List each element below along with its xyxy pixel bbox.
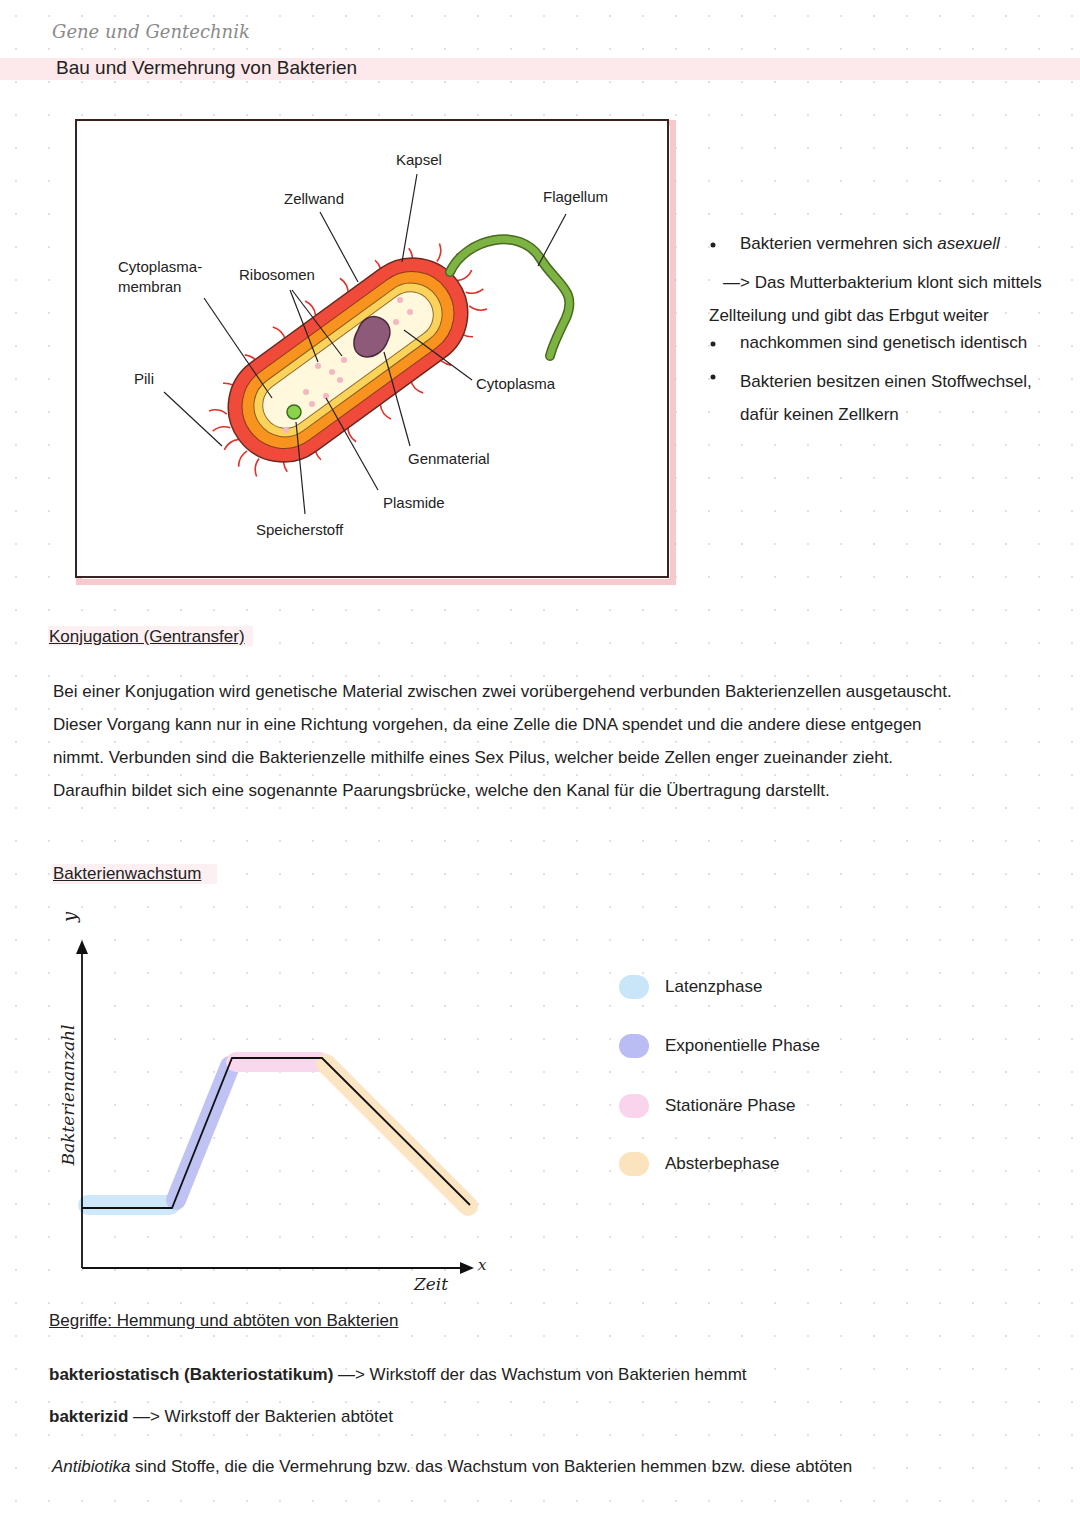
pilus xyxy=(469,306,487,310)
page-title: Bau und Vermehrung von Bakterien xyxy=(56,56,357,81)
text-label: Antibiotika sind Stoffe, die die Vermehru… xyxy=(52,1456,852,1478)
flagellum xyxy=(450,239,569,356)
text-label: Speicherstoff xyxy=(256,520,343,540)
text-label: Bakterien vermehren sichasexuell xyxy=(740,233,1000,255)
text-label: Flagellum xyxy=(543,187,608,207)
label-text: —> Das Mutterbakterium klont sich mittel… xyxy=(709,273,1042,325)
text-label: Genmaterial xyxy=(408,449,490,469)
legend-text: Latenzphase xyxy=(665,977,762,997)
text-label: Zellwand xyxy=(284,189,344,209)
text-label: Gene und Gentechnik xyxy=(52,20,250,43)
legend-text: Absterbephase xyxy=(665,1154,779,1174)
heading-highlight xyxy=(52,864,217,884)
pilus xyxy=(380,404,391,419)
label-text: bakteriostatisch (Bakteriostatikum) xyxy=(49,1365,333,1384)
text-label: Begriffe: Hemmung und abtöten von Bakter… xyxy=(49,1310,398,1332)
pilus xyxy=(224,439,239,450)
title-highlight xyxy=(0,58,1080,80)
legend-swatch xyxy=(619,1152,649,1176)
text-label: Plasmide xyxy=(383,493,445,513)
label-text: nachkommen sind genetisch identisch xyxy=(740,333,1027,352)
label-text: Plasmide xyxy=(383,494,445,511)
text-label: Bakterienanzahl xyxy=(57,1025,79,1166)
pilus xyxy=(457,270,472,281)
label-text: —> Wirkstoff der Bakterien abtötet xyxy=(133,1407,393,1426)
label-text: —> Wirkstoff der das Wachstum von Bakter… xyxy=(338,1365,747,1384)
genetic-material xyxy=(354,317,390,358)
text-label: —> Das Mutterbakterium klont sich mittel… xyxy=(709,266,1061,332)
label-text: Speicherstoff xyxy=(256,521,343,538)
text-label: x xyxy=(478,1256,486,1276)
flagellum-outline xyxy=(450,239,569,356)
pilus xyxy=(239,451,248,467)
leader-lines xyxy=(164,174,566,514)
pilus xyxy=(466,289,484,293)
ribosome-dots xyxy=(283,297,413,433)
text-label: bakterizid —> Wirkstoff der Bakterien abt… xyxy=(49,1406,393,1428)
legend-row: Latenzphase xyxy=(619,975,762,999)
text-label: nachkommen sind genetisch identisch xyxy=(740,332,1027,354)
title-text: Bau und Vermehrung von Bakterien xyxy=(56,57,357,78)
pilus xyxy=(411,380,424,393)
illustration-frame xyxy=(76,120,668,577)
legend-swatch xyxy=(619,1094,649,1118)
label-text: Bakterien besitzen einen Stoffwechsel, d… xyxy=(740,372,1032,424)
label-text: Bakterienanzahl xyxy=(58,1025,78,1166)
label-text: Bakterien vermehren sich xyxy=(740,234,933,253)
pilus xyxy=(213,427,231,431)
text-label: Bakterien besitzen einen Stoffwechsel, d… xyxy=(740,365,1040,431)
label-text: Genmaterial xyxy=(408,450,490,467)
label-text: Antibiotika xyxy=(52,1457,130,1476)
label-text: sind Stoffe, die die Vermehrung bzw. das… xyxy=(135,1457,852,1476)
text-label: Kapsel xyxy=(396,150,442,170)
legend-text: Exponentielle Phase xyxy=(665,1036,820,1056)
label-text: Bakterienwachstum xyxy=(53,864,201,883)
legend-row: Stationäre Phase xyxy=(619,1094,795,1118)
label-text: Ribosomen xyxy=(239,266,315,283)
pilus xyxy=(209,410,227,414)
text-label: Cytoplasma xyxy=(476,374,555,394)
text-label: Zeit xyxy=(414,1273,448,1295)
legend-row: Exponentielle Phase xyxy=(619,1034,820,1058)
text-label: Bakterienwachstum xyxy=(53,863,201,885)
label-text: Bei einer Konjugation wird genetische Ma… xyxy=(53,682,952,800)
pilus xyxy=(437,244,441,262)
label-text: x xyxy=(478,1256,486,1274)
storage-granule xyxy=(287,405,301,419)
label-text: Begriffe: Hemmung und abtöten von Bakter… xyxy=(49,1311,398,1330)
growth-chart xyxy=(76,940,474,1274)
label-text: Pili xyxy=(134,370,154,387)
label-text: Konjugation (Gentransfer) xyxy=(49,627,245,646)
text-label: bakteriostatisch (Bakteriostatikum) —> Wi… xyxy=(49,1364,747,1386)
pilus xyxy=(255,459,259,477)
text-label: Bei einer Konjugation wird genetische Ma… xyxy=(53,675,953,807)
text-label: Cytoplasma- membran xyxy=(118,257,214,296)
text-label: Pili xyxy=(134,369,154,389)
label-text: Kapsel xyxy=(396,151,442,168)
label-text: bakterizid xyxy=(49,1407,128,1426)
label-text: asexuell xyxy=(937,234,999,253)
label-text: Flagellum xyxy=(543,188,608,205)
legend-text: Stationäre Phase xyxy=(665,1096,795,1116)
label-text: Gene und Gentechnik xyxy=(52,21,250,42)
pilus xyxy=(273,327,286,340)
text-label: y xyxy=(58,912,81,922)
label-text: Cytoplasma xyxy=(476,375,555,392)
text-label: Konjugation (Gentransfer) xyxy=(49,626,245,648)
label-text: Cytoplasma- membran xyxy=(118,258,202,295)
pilus xyxy=(340,278,348,294)
heading-highlight xyxy=(48,626,253,646)
legend-row: Absterbephase xyxy=(619,1152,779,1176)
text-label: Ribosomen xyxy=(239,265,315,285)
legend-swatch xyxy=(619,975,649,999)
label-text: Zellwand xyxy=(284,190,344,207)
legend-swatch xyxy=(619,1034,649,1058)
label-text: y xyxy=(59,912,80,922)
label-text: Zeit xyxy=(414,1274,448,1294)
